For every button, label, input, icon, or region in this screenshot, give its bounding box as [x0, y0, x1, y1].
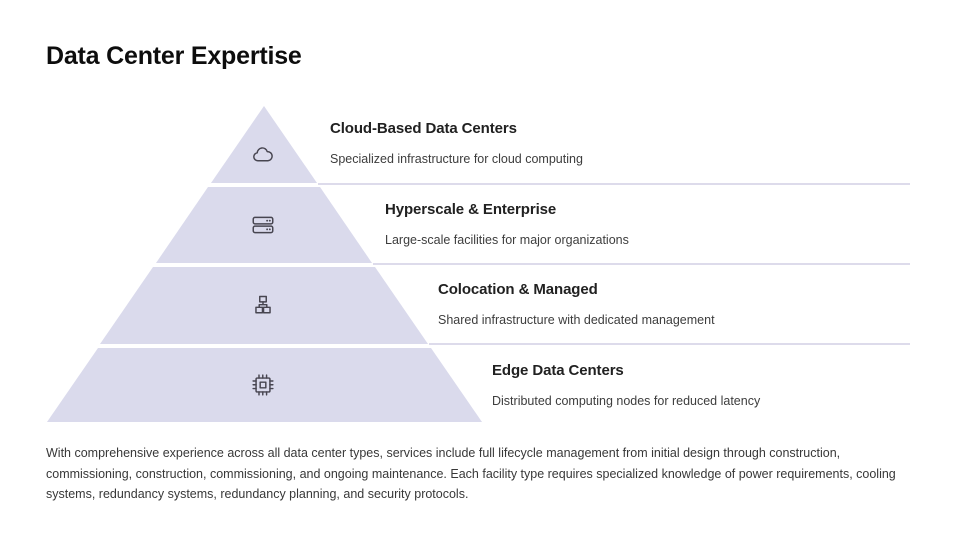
tier-title: Cloud-Based Data Centers	[330, 120, 517, 137]
cloud-icon	[249, 143, 275, 169]
tier-title: Colocation & Managed	[438, 281, 598, 298]
page-title: Data Center Expertise	[46, 42, 302, 70]
pyramid-tier-4-shape	[47, 348, 482, 422]
server-icon	[250, 212, 276, 238]
tier-row-colocation: Colocation & Managed Shared infrastructu…	[438, 281, 715, 328]
cpu-chip-icon	[250, 372, 276, 398]
tier-row-hyperscale: Hyperscale & Enterprise Large-scale faci…	[385, 201, 629, 248]
tier-description: Specialized infrastructure for cloud com…	[330, 152, 583, 166]
tier-description: Large-scale facilities for major organiz…	[385, 233, 629, 247]
pyramid-tier-3-shape	[100, 267, 428, 344]
tier-title: Hyperscale & Enterprise	[385, 201, 557, 218]
tier-description: Shared infrastructure with dedicated man…	[438, 313, 715, 327]
tier-row-edge: Edge Data Centers Distributed computing …	[492, 362, 760, 409]
summary-paragraph: With comprehensive experience across all…	[46, 446, 896, 501]
network-nodes-icon	[250, 293, 276, 319]
tier-title: Edge Data Centers	[492, 362, 624, 379]
tier-description: Distributed computing nodes for reduced …	[492, 394, 761, 408]
pyramid-tier-1-shape	[211, 106, 317, 183]
pyramid-tier-2-shape	[156, 187, 372, 263]
tier-row-cloud: Cloud-Based Data Centers Specialized inf…	[330, 120, 583, 167]
